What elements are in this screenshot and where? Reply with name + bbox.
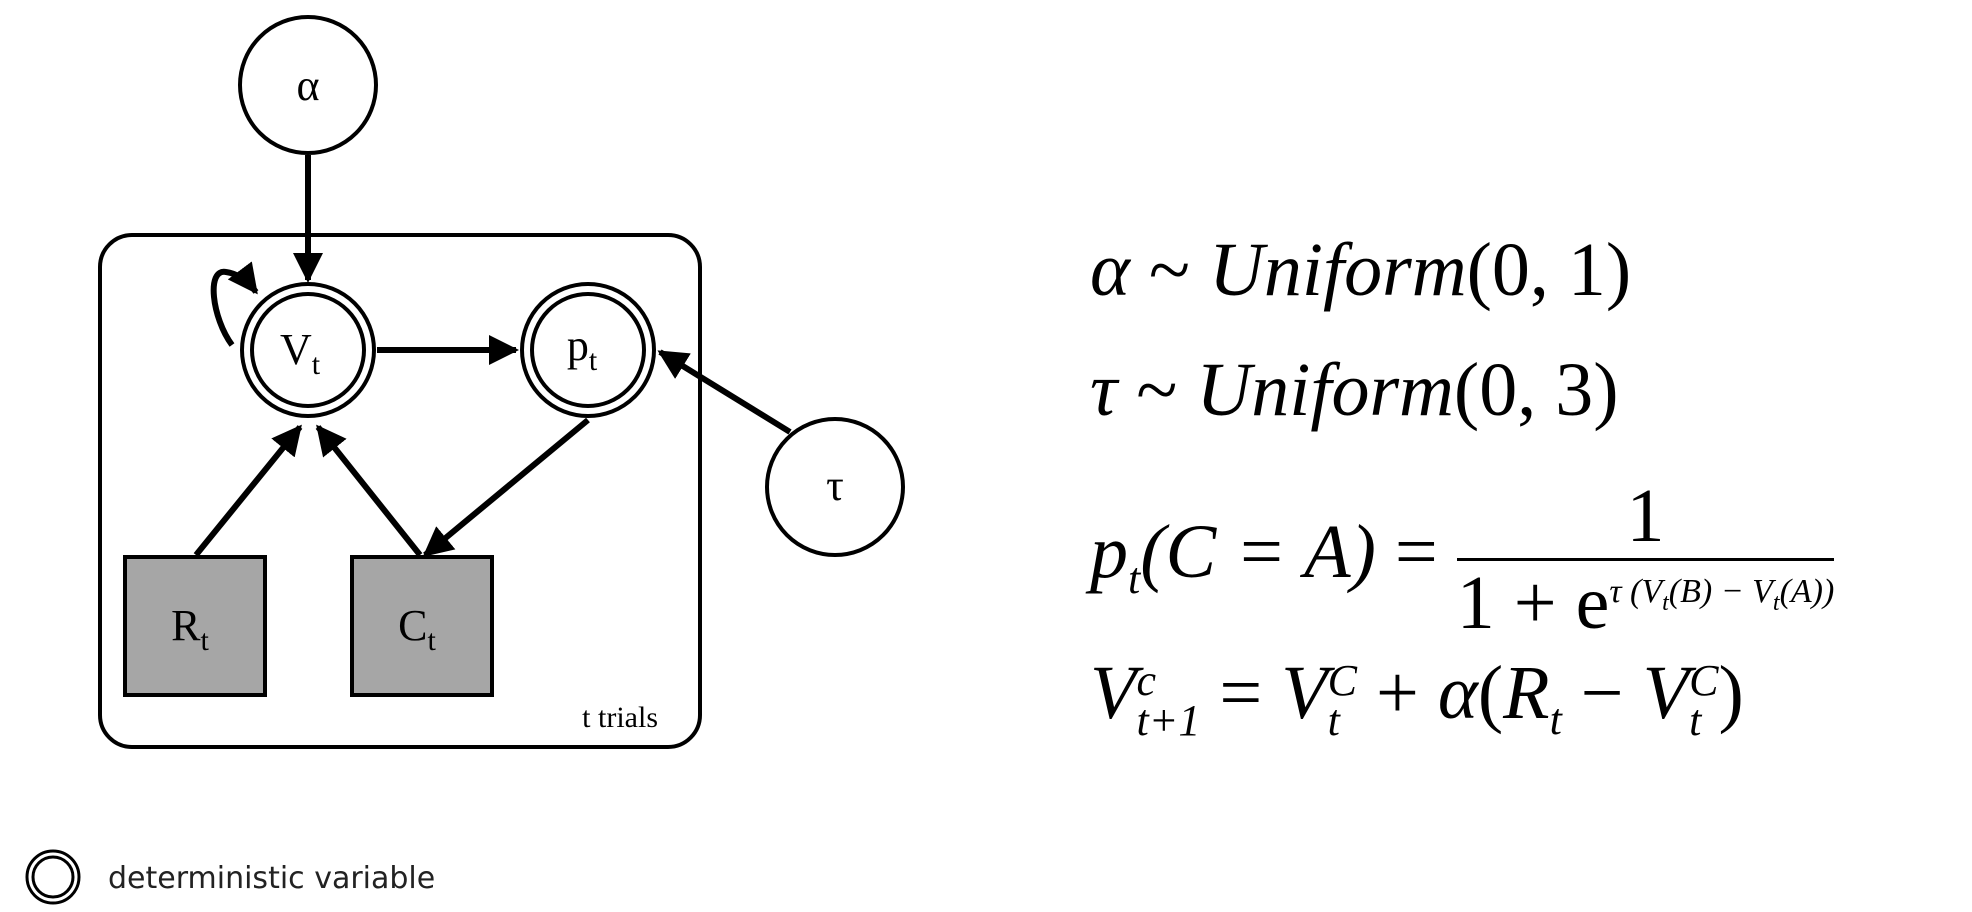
- node-alpha: α: [238, 15, 378, 155]
- softmax-fraction: 1 1 + eτ (Vt(B) − Vt(A)): [1456, 474, 1835, 645]
- plate: [98, 233, 702, 749]
- legend-deterministic: deterministic variable: [25, 849, 435, 905]
- edge-reward-to-value: [193, 424, 303, 557]
- svg-text:τ: τ: [826, 461, 844, 510]
- svg-text:Vt: Vt: [280, 325, 321, 381]
- plate-label: t trials: [582, 701, 658, 734]
- node-prob: pt: [520, 282, 656, 418]
- node-tau: τ: [765, 417, 905, 557]
- edge-tau-to-prob: [657, 349, 792, 435]
- edge-prob-to-choice: [422, 417, 590, 558]
- node-value: Vt: [240, 282, 376, 418]
- svg-text:α: α: [296, 61, 319, 110]
- equation-softmax: pt(C = A) = 1 1 + eτ (Vt(B) − Vt(A)): [1090, 474, 1835, 645]
- equation-alpha-prior: α ~ Uniform(0, 1): [1090, 228, 1632, 312]
- node-reward: Rt: [123, 555, 267, 697]
- node-choice: Ct: [350, 555, 494, 697]
- edge-choice-to-value: [315, 424, 423, 557]
- edge-value-self-loop: [210, 261, 259, 347]
- svg-text:pt: pt: [567, 321, 598, 377]
- svg-text:Ct: Ct: [398, 601, 436, 657]
- svg-text:Rt: Rt: [171, 601, 209, 657]
- equation-tau-prior: τ ~ Uniform(0, 3): [1090, 348, 1619, 432]
- svg-text:deterministic variable: deterministic variable: [108, 861, 435, 896]
